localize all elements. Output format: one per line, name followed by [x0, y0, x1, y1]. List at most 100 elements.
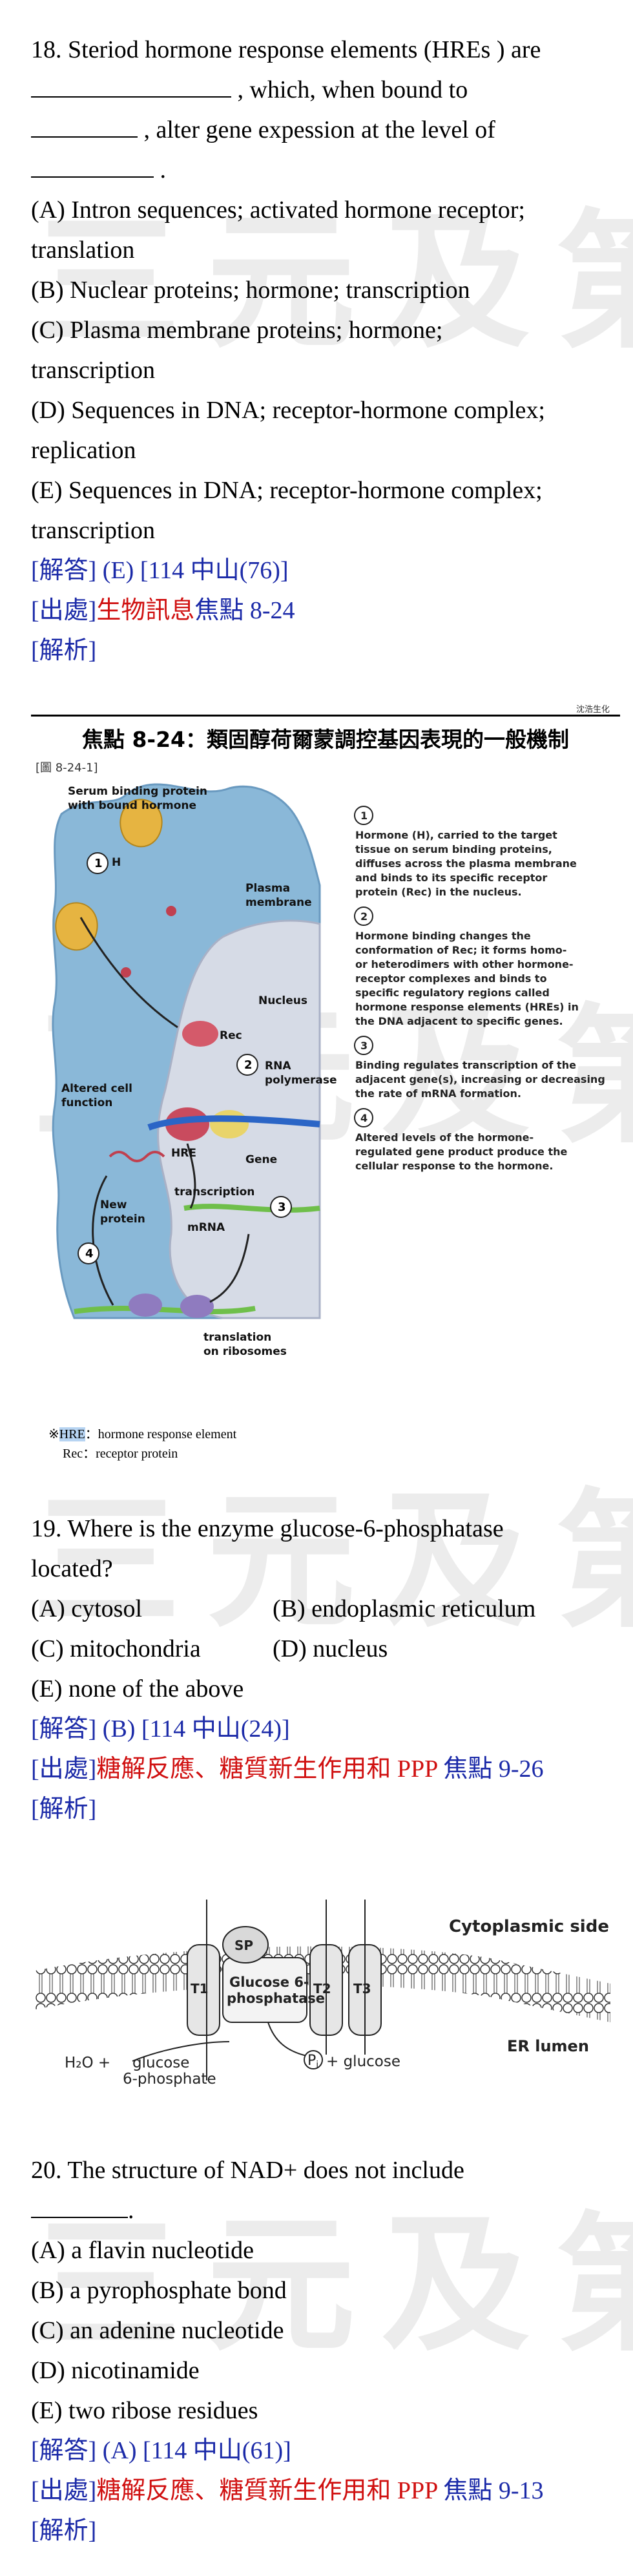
substrate-label: 6-phosphate [123, 2071, 216, 2088]
ribosome-icon [129, 1293, 162, 1317]
hormone-icon [166, 906, 176, 916]
question-text: 20. The structure of NAD+ does not inclu… [31, 2157, 464, 2184]
figure-title: 焦點 8-24：類固醇荷爾蒙調控基因表現的一般機制 [81, 727, 570, 752]
diagram-label: Altered cell [61, 1082, 132, 1095]
diagram-label: Nucleus [258, 994, 307, 1007]
header-note: 沈浩生化 [576, 705, 610, 715]
question-18: 18. Steriod hormone response elements (H… [31, 30, 612, 671]
svg-text:the rate of mRNA formation.: the rate of mRNA formation. [355, 1087, 521, 1100]
ribosome-icon [180, 1295, 214, 1318]
answer-line: [解答] (A) [114 中山(61)] [31, 2437, 291, 2464]
option-c: (C) Plasma membrane proteins; hormone; [31, 317, 443, 344]
question-text: 19. Where is the enzyme glucose-6-phosph… [31, 1515, 504, 1542]
receptor-hormone-complex-icon [165, 1107, 209, 1141]
svg-text:the DNA adjacent to specific g: the DNA adjacent to specific genes. [355, 1015, 563, 1027]
analysis-line: [解析] [31, 2517, 97, 2544]
step-number: 2 [244, 1058, 253, 1072]
step-number: 4 [85, 1247, 94, 1261]
option-b: (B) Nuclear proteins; hormone; transcrip… [31, 277, 470, 304]
option-b: (B) endoplasmic reticulum [273, 1595, 536, 1622]
source-line: [出處]生物訊息焦點 8-24 [31, 597, 295, 624]
question-20: 20. The structure of NAD+ does not inclu… [31, 2150, 612, 2551]
diagram-label: New [100, 1199, 127, 1211]
new-protein-icon [109, 1151, 165, 1162]
enzyme-label: phosphatase [227, 1991, 325, 2006]
diagram-label: protein [100, 1213, 145, 1226]
serum-binding-protein-icon [55, 902, 98, 951]
pathway-arrow [79, 917, 178, 1029]
diagram-label: Serum binding protein [68, 785, 207, 798]
pathway-arrow [209, 1233, 250, 1303]
svg-text:2: 2 [360, 910, 368, 923]
substrate-label: glucose [132, 2055, 189, 2071]
pathway-arrow [186, 1143, 196, 1209]
reaction-arrow [132, 2041, 230, 2062]
step-descriptions: 1 Hormone (H), carried to the target tis… [354, 806, 605, 1172]
step-number: 1 [94, 857, 103, 870]
svg-text:Binding regulates transcriptio: Binding regulates transcription of the [355, 1059, 576, 1071]
transporter-t1 [187, 1944, 220, 2036]
diagram-label: Rec [220, 1029, 242, 1042]
question-text: 18. Steriod hormone response elements (H… [31, 36, 541, 63]
option-d: (D) nicotinamide [31, 2357, 200, 2384]
substrate-label: H₂O + [65, 2055, 110, 2071]
step-number: 3 [278, 1200, 286, 1214]
answer-line: [解答] (E) [114 中山(76)] [31, 557, 289, 584]
svg-text:adjacent gene(s), increasing o: adjacent gene(s), increasing or decreasi… [355, 1073, 605, 1085]
svg-text:Altered levels of the hormone-: Altered levels of the hormone- [355, 1131, 534, 1144]
reaction-arrow [267, 2022, 307, 2057]
svg-text:and binds to its specific rece: and binds to its specific receptor [355, 872, 547, 884]
option-a: (A) cytosol [31, 1595, 143, 1622]
diagram-label: with bound hormone [68, 799, 196, 812]
hormone-icon [121, 967, 131, 978]
glucose-6-phosphatase [222, 1957, 307, 2023]
figure-label: [圖 8-24-1] [36, 761, 98, 775]
diagram-label: transcription [174, 1186, 254, 1199]
diagram-label: mRNA [187, 1221, 225, 1234]
analysis-line: [解析] [31, 1796, 97, 1823]
svg-text:protein (Rec) in the nucleus.: protein (Rec) in the nucleus. [355, 886, 522, 898]
er-membrane-diagram: Cytoplasmic side ER lumen SP T1 T2 T3 Gl… [36, 1900, 610, 2088]
option-e: (E) Sequences in DNA; receptor-hormone c… [31, 477, 543, 504]
answer-line: [解答] (B) [114 中山(24)] [31, 1715, 290, 1743]
svg-text:cellular response to the hormo: cellular response to the hormone. [355, 1160, 553, 1172]
svg-text:1: 1 [360, 810, 368, 822]
t2-label: T2 [313, 1981, 331, 1996]
analysis-line: [解析] [31, 637, 97, 664]
svg-text:conformation of Rec; it forms: conformation of Rec; it forms homo- [355, 944, 566, 956]
rna-polymerase-icon [210, 1110, 249, 1138]
section-divider [31, 715, 620, 717]
option-c: (C) an adenine nucleotide [31, 2317, 284, 2344]
diagram-label: H [112, 856, 121, 869]
receptor-icon [182, 1021, 218, 1047]
option-e: (E) none of the above [31, 1675, 244, 1702]
product-label: Pi [307, 2053, 318, 2070]
option-d-cont: replication [31, 437, 136, 464]
serum-binding-protein-icon [119, 799, 163, 848]
option-b: (B) a pyrophosphate bond [31, 2277, 287, 2304]
highlighted-term: HRE [59, 1427, 85, 1441]
svg-text:specific regulatory regions ca: specific regulatory regions called [355, 987, 550, 999]
mrna-strand [183, 1204, 320, 1213]
option-c-cont: transcription [31, 357, 156, 384]
pathway-arrow [92, 1175, 114, 1306]
svg-text:4: 4 [360, 1112, 368, 1124]
sp-label: SP [234, 1938, 253, 1953]
answer-blank [31, 110, 138, 138]
option-a-cont: translation [31, 236, 135, 264]
question-text: . [128, 2197, 134, 2224]
svg-text:hormone response elements (HRE: hormone response elements (HREs) in [355, 1001, 579, 1013]
svg-text:receptor complexes and binds t: receptor complexes and binds to [355, 972, 547, 985]
svg-text:Hormone (H), carried to the ta: Hormone (H), carried to the target [355, 829, 557, 841]
diagram-label: membrane [245, 896, 312, 909]
svg-text:tissue on serum binding protei: tissue on serum binding proteins, [355, 843, 552, 855]
question-text: , alter gene expession at the level of [138, 116, 495, 143]
answer-blank [31, 151, 154, 178]
option-e: (E) two ribose residues [31, 2397, 258, 2424]
question-19: 19. Where is the enzyme glucose-6-phosph… [31, 1509, 612, 1829]
source-line: [出處]糖解反應、糖質新生作用和 PPP 焦點 9-13 [31, 2477, 544, 2504]
option-a: (A) Intron sequences; activated hormone … [31, 196, 525, 224]
svg-text:3: 3 [360, 1040, 368, 1052]
t1-label: T1 [191, 1981, 209, 1996]
diagram-label: Gene [245, 1153, 277, 1166]
